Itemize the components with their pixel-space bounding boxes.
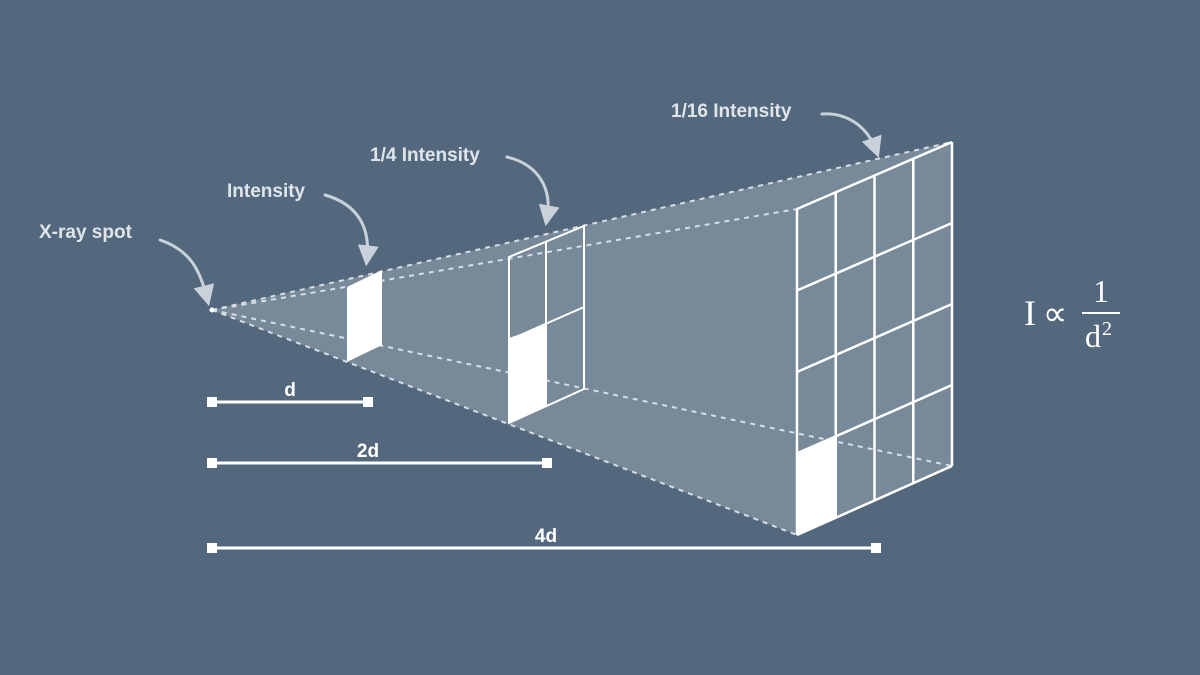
plane-1-patch <box>347 270 382 362</box>
arrow-plane-3 <box>820 112 882 158</box>
arrow-plane-2 <box>505 155 560 227</box>
distance-bar-d: d <box>207 380 373 407</box>
label-source: X-ray spot <box>39 222 133 243</box>
inverse-square-formula: I ∝ 1 d 2 <box>1024 273 1120 354</box>
beam-cone <box>212 142 952 535</box>
distance-bar-2d: 2d <box>207 441 552 468</box>
distance-bar-4d: 4d <box>207 526 881 553</box>
label-plane-2: 1/4 Intensity <box>370 145 480 166</box>
plane-2-grid <box>508 224 585 425</box>
formula-relation: ∝ <box>1043 296 1067 333</box>
callout-arrows <box>158 112 882 307</box>
formula-lhs: I <box>1024 293 1036 333</box>
x-ray-spot-point <box>209 307 215 313</box>
distance-label-2d: 2d <box>357 441 379 462</box>
formula-denominator-base: d <box>1085 318 1101 354</box>
distance-label-4d: 4d <box>535 526 557 547</box>
plane-3-grid <box>795 140 954 537</box>
label-plane-3: 1/16 Intensity <box>671 101 792 122</box>
distance-label-d: d <box>284 380 296 401</box>
arrow-plane-1 <box>323 193 379 267</box>
formula-numerator: 1 <box>1093 273 1109 309</box>
arrow-source <box>158 238 215 307</box>
label-plane-1: Intensity <box>227 181 306 202</box>
formula-denominator-exponent: 2 <box>1102 318 1112 340</box>
